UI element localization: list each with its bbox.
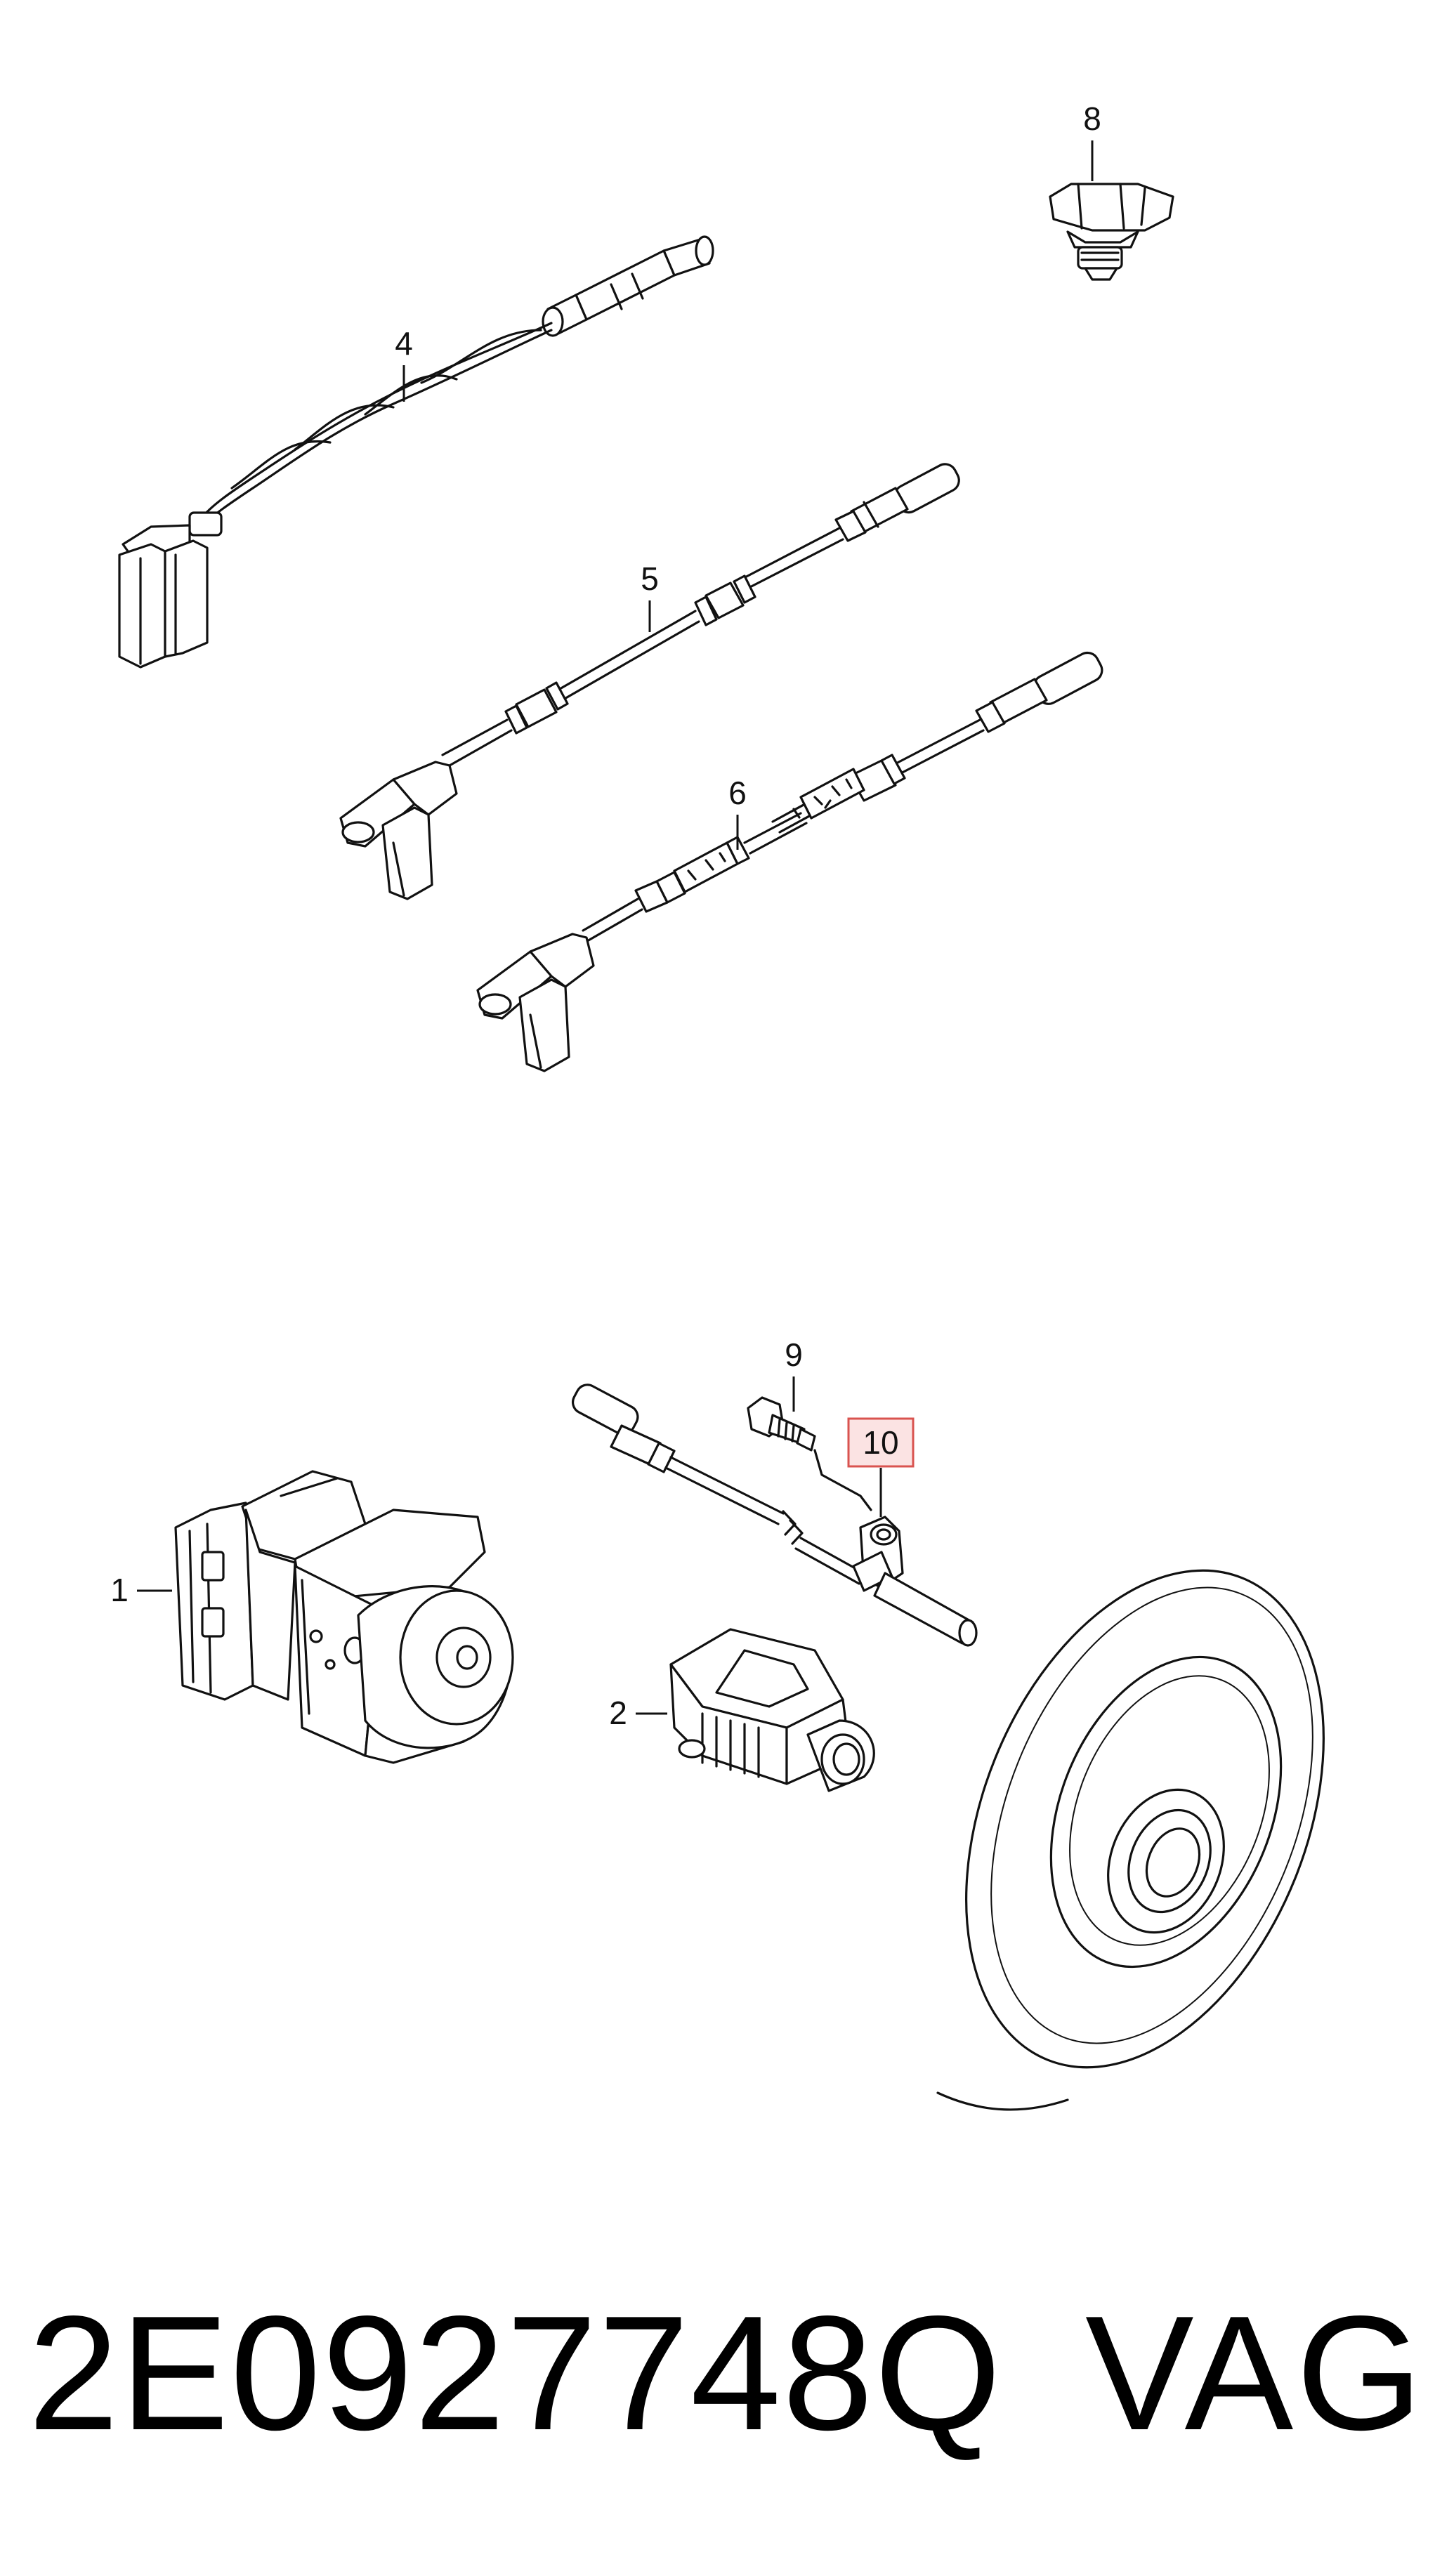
callout-9: 9 (785, 1336, 803, 1412)
callout-8: 8 (1083, 100, 1101, 181)
part-number: 2E0927748Q (28, 2282, 1003, 2464)
part-9-bolt (747, 1396, 816, 1452)
part-10-wheel-speed-sensor (571, 1384, 978, 1647)
callout-9-label: 9 (785, 1336, 803, 1373)
callout-6: 6 (728, 775, 747, 850)
footer: 2E0927748Q VAG (0, 2268, 1435, 2479)
part-8-clip (1049, 183, 1174, 281)
part-5-speed-sensor (339, 463, 960, 900)
callout-10-label[interactable]: 10 (863, 1424, 898, 1461)
callout-5-label: 5 (641, 560, 659, 597)
callout-2: 2 (609, 1695, 667, 1731)
callout-2-label: 2 (609, 1695, 627, 1731)
callout-5: 5 (641, 560, 659, 632)
callout-4: 4 (395, 325, 413, 402)
callout-8-label: 8 (1083, 100, 1101, 137)
callout-4-label: 4 (395, 325, 413, 362)
callout-1-label: 1 (110, 1572, 129, 1608)
callout-10-highlight-box[interactable] (847, 1417, 915, 1468)
callout-6-label: 6 (728, 775, 747, 811)
brake-disc (936, 1569, 1325, 2111)
brand-label: VAG (1085, 2282, 1426, 2464)
part-1-abs-unit (174, 1470, 514, 1764)
part-6-speed-sensor (476, 651, 1103, 1072)
callout-10[interactable]: 10 (847, 1417, 915, 1517)
callout-1: 1 (110, 1572, 172, 1608)
part-2-yaw-sensor (669, 1628, 875, 1792)
part-4-wear-indicator (118, 235, 714, 669)
